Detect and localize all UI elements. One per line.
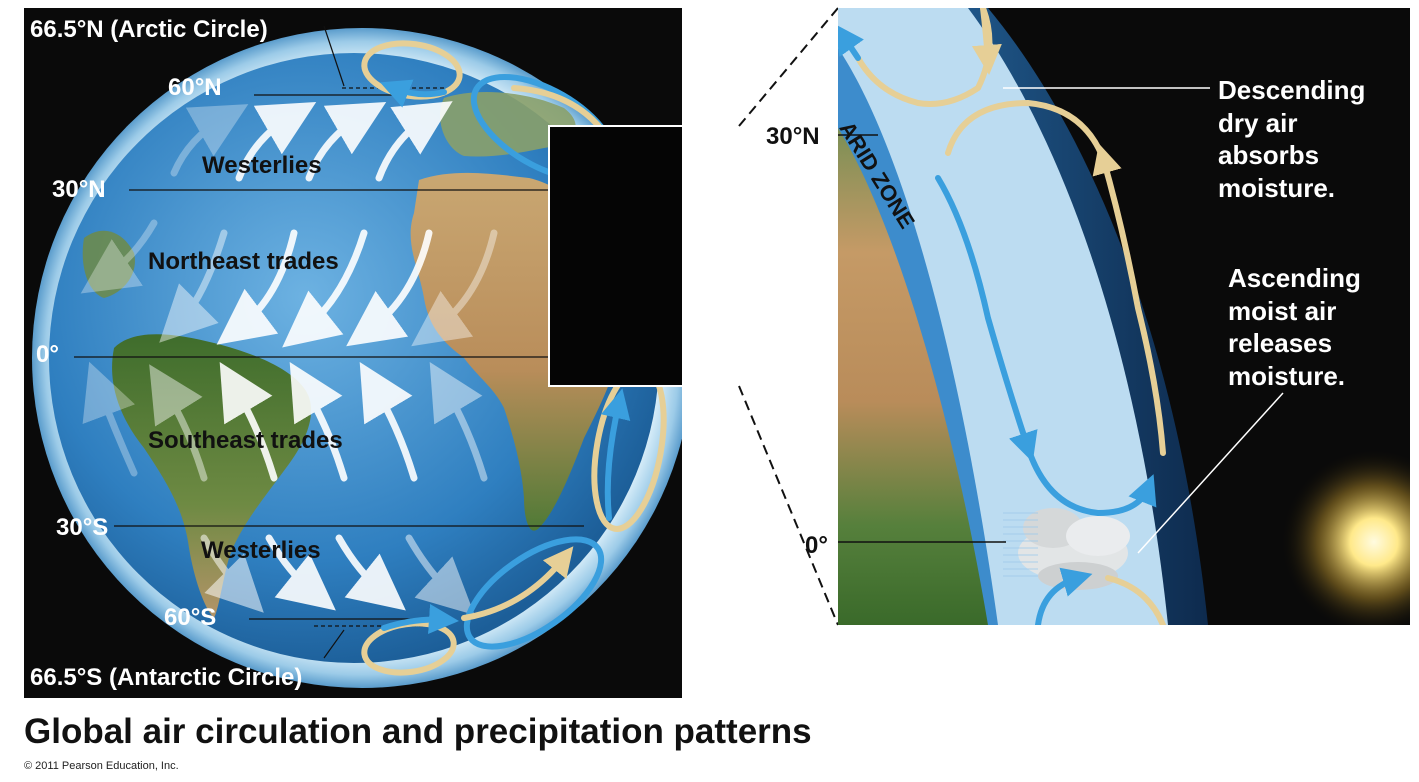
figure-caption: Global air circulation and precipitation… xyxy=(24,712,812,751)
label-westerlies-north: Westerlies xyxy=(202,152,322,179)
descending-line-2: dry air xyxy=(1218,107,1298,138)
sun-icon xyxy=(1279,447,1410,625)
inset-panel: ARID ZONE Descending dry air absorbs moi… xyxy=(838,8,1410,625)
cloud-icon xyxy=(1018,508,1130,590)
label-60n: 60°N xyxy=(168,74,222,101)
label-60s: 60°S xyxy=(164,604,217,631)
label-southeast-trades: Southeast trades xyxy=(148,427,343,454)
label-30n: 30°N xyxy=(52,176,106,203)
ascending-air-callout: Ascending moist air releases moisture. xyxy=(1228,262,1361,392)
ascending-line-3: releases xyxy=(1228,328,1333,358)
label-westerlies-south: Westerlies xyxy=(201,537,321,564)
callout-lines xyxy=(1003,87,1284,554)
inset-source-box xyxy=(548,125,682,387)
rain-lines xyxy=(1003,512,1038,577)
label-arctic-circle: 66.5°N (Arctic Circle) xyxy=(30,16,268,43)
label-equator: 0° xyxy=(36,341,59,368)
label-30s: 30°S xyxy=(56,514,109,541)
ascending-line-1: Ascending xyxy=(1228,263,1361,293)
inset-label-equator: 0° xyxy=(805,532,828,559)
ascending-line-2: moist air xyxy=(1228,295,1337,326)
label-northeast-trades: Northeast trades xyxy=(148,248,339,275)
inset-label-30n: 30°N xyxy=(766,123,820,150)
copyright-notice: © 2011 Pearson Education, Inc. xyxy=(24,760,179,772)
prevailing-wind-arrows xyxy=(80,101,498,615)
label-antarctic-circle: 66.5°S (Antarctic Circle) xyxy=(30,664,303,691)
earth-surface xyxy=(838,128,988,625)
globe-diagram xyxy=(32,25,682,688)
descending-line-1: Descending xyxy=(1218,75,1366,105)
latitude-lines xyxy=(74,25,636,659)
descending-air-callout: Descending dry air absorbs moisture. xyxy=(1218,74,1365,204)
inset-latitude-lines xyxy=(838,134,1006,543)
globe-panel: 66.5°N (Arctic Circle) 60°N 30°N 0° 30°S… xyxy=(24,8,682,698)
descending-line-4: moisture. xyxy=(1218,172,1336,203)
inset-diagram xyxy=(838,8,1410,625)
ascending-line-4: moisture. xyxy=(1228,360,1346,391)
inset-circulation-cells xyxy=(838,8,1166,625)
descending-line-3: absorbs xyxy=(1218,140,1320,170)
inset-source-fill xyxy=(549,126,682,386)
